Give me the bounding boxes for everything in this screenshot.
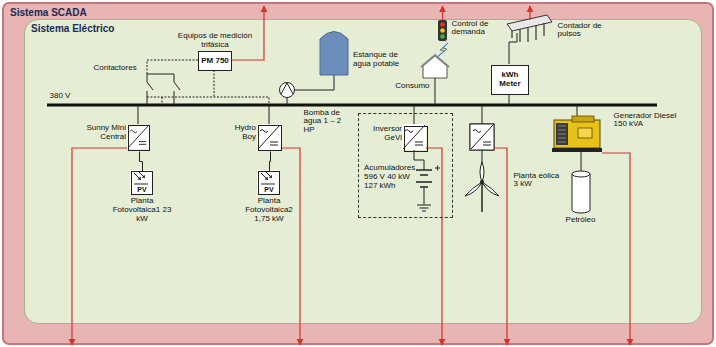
- component-label: Estanque de agua potable: [353, 51, 408, 69]
- drawing-part: [558, 126, 566, 142]
- component-label: Planta Fotovoltaica2 1,75 kW: [241, 197, 297, 224]
- box-text: kWh Meter: [492, 71, 528, 89]
- drawing-part: [572, 116, 594, 122]
- drawing-part: [494, 148, 507, 345]
- wind-plant-label: Planta eólica 3 kW: [514, 172, 562, 190]
- drawing-part: [470, 124, 494, 150]
- component-label: Equipos de medición trifásica: [175, 32, 255, 50]
- box-text: PV: [137, 186, 146, 194]
- drawing-part: [435, 165, 440, 170]
- component-label: Sunny Mini Central: [84, 124, 126, 142]
- wire-connector: [139, 151, 142, 171]
- box-text: PM 750: [201, 57, 229, 66]
- drawing-part: [295, 75, 334, 90]
- pv-plant-box: PVPlanta Fotovoltaica1 23 kW: [131, 171, 153, 195]
- drawing-part: [438, 20, 447, 41]
- demand-control-label: Control de demanda: [452, 20, 500, 38]
- inverter-box: Hydro Boy: [258, 125, 282, 151]
- inverter-box: Inversor GeVi: [404, 126, 428, 152]
- wire-connector: [269, 151, 270, 171]
- drawing-part: [72, 148, 127, 345]
- drawing-part: [440, 28, 445, 33]
- voltage-label: 380 V: [50, 92, 84, 101]
- drawing-part: [572, 174, 590, 213]
- drawing-part: [426, 148, 442, 345]
- drawing-part: [130, 170, 152, 194]
- component-label: Planta Fotovoltaica1 23 kW: [112, 197, 172, 224]
- drawing-part: [580, 152, 581, 172]
- drawing-part: [257, 170, 279, 194]
- consumption-label: Consumo: [390, 82, 430, 91]
- water-tank: Estanque de agua potable: [321, 31, 349, 76]
- pulse-counter-label: Contador de pulsos: [558, 22, 608, 40]
- drawing-part: [423, 56, 447, 78]
- drawing-part: [480, 162, 484, 182]
- drawing-part: [281, 148, 300, 345]
- drawing-part: [257, 124, 281, 150]
- drawing-part: [470, 124, 494, 150]
- generator-label: Generador Diesel 150 kVA: [614, 112, 678, 130]
- drawing-part: [434, 78, 435, 105]
- component-label: Hydro Boy: [222, 124, 256, 142]
- drawing-part: [554, 120, 600, 148]
- drawing-part: [482, 182, 499, 196]
- drawing-part: [481, 182, 483, 212]
- electric-region: Sistema EléctricoEquipos de medición tri…: [24, 19, 702, 324]
- drawing-part: [72, 6, 630, 345]
- drawing-part: [421, 55, 449, 67]
- power-meter-box: Equipos de medición trifásicaPM 750: [198, 51, 232, 71]
- drawing-part: [127, 125, 149, 149]
- drawing-part: [440, 34, 445, 39]
- drawing-part: [440, 22, 445, 27]
- drawing-part: [552, 148, 602, 152]
- drawing-part: [572, 171, 590, 177]
- drawing-part: [402, 124, 426, 150]
- drawing-part: [470, 124, 494, 150]
- region-title: Sistema SCADA: [10, 7, 87, 18]
- kwh-meter-box: kWh Meter: [491, 65, 529, 95]
- drawing-part: [529, 6, 530, 20]
- drawing-part: [602, 153, 630, 345]
- pump-label: Bomba de agua 1 – 2 HP: [304, 109, 354, 136]
- drawing-part: [435, 43, 448, 59]
- drawing-part: [147, 74, 153, 105]
- drawing-part: [47, 103, 657, 106]
- storage-group: Acumuladores 596 V 40 kW 127 kWh Inversor…: [358, 113, 453, 218]
- drawing-part: [480, 180, 484, 184]
- drawing-part: [416, 170, 432, 187]
- box-text: PV: [264, 186, 273, 194]
- drawing-part: [286, 98, 287, 105]
- drawing-part: [320, 31, 348, 75]
- component-label: Inversor GeVi: [364, 125, 402, 143]
- drawing-part: [281, 83, 293, 94]
- contactor-label: Contactores: [94, 64, 146, 73]
- drawing-part: [417, 187, 431, 211]
- drawing-part: [578, 128, 592, 138]
- drawing-part: [512, 23, 544, 42]
- inverter-box: Sunny Mini Central: [128, 125, 150, 151]
- pv-plant-box: PVPlanta Fotovoltaica2 1,75 kW: [258, 171, 280, 195]
- drawing-part: [465, 182, 482, 196]
- drawing-part: [147, 74, 180, 105]
- drawing-part: [279, 82, 294, 97]
- drawing-part: [509, 33, 517, 64]
- fuel-label: Petróleo: [559, 216, 603, 225]
- drawing-part: [138, 105, 577, 124]
- drawing-part: [441, 6, 442, 20]
- region-title: Sistema Eléctrico: [31, 23, 114, 34]
- component-label: Acumuladores 596 V 40 kW 127 kWh: [364, 164, 416, 191]
- drawing-part: [508, 94, 509, 105]
- drawing-part: [481, 150, 482, 178]
- drawing-part: [507, 15, 552, 31]
- drawing-part: [556, 123, 568, 145]
